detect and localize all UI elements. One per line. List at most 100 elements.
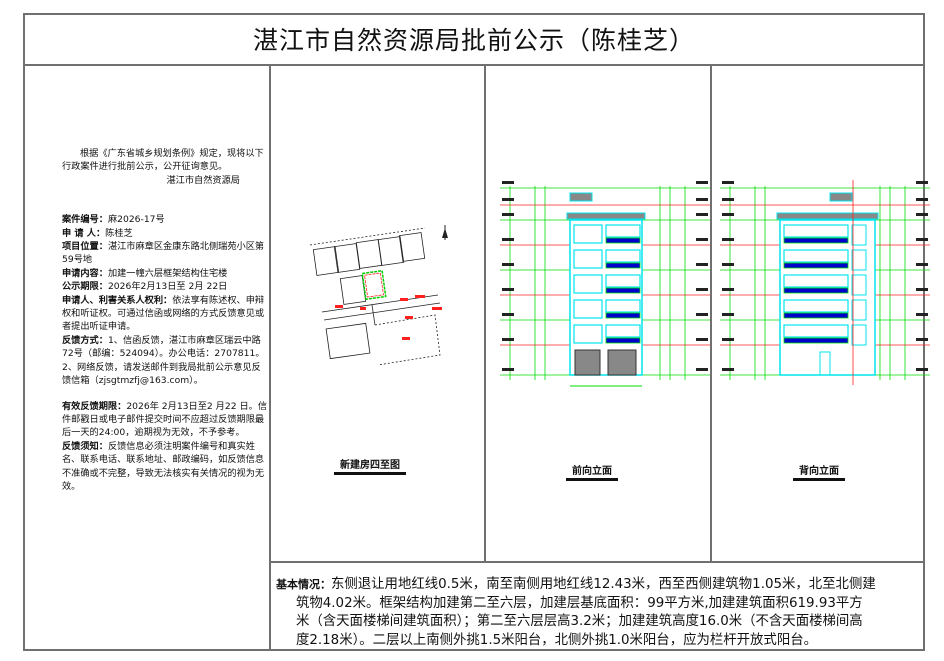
level-label xyxy=(696,338,708,341)
front-elevation-drawing xyxy=(500,181,710,387)
level-label xyxy=(722,313,734,316)
page-title: 湛江市自然资源局批前公示（陈桂芝） xyxy=(252,26,695,55)
level-label xyxy=(916,313,928,316)
applicant: 申 请 人：陈桂芝 xyxy=(62,227,133,239)
level-label xyxy=(916,213,928,216)
level-label xyxy=(916,288,928,291)
level-label xyxy=(502,198,514,201)
balcony-railing xyxy=(605,287,641,294)
building-outline xyxy=(569,219,643,376)
feedback-method: 反馈方式：1、信函反馈，湛江市麻章区瑞云中路72号（邮编：524094）。办公电… xyxy=(62,334,265,360)
stair-window xyxy=(851,224,867,246)
notice-frame xyxy=(23,13,925,651)
window xyxy=(783,274,849,288)
left-column-divider xyxy=(269,64,271,651)
balcony-railing xyxy=(605,337,641,344)
back-elevation-caption: 背向立面 xyxy=(793,462,845,481)
balcony-railing xyxy=(783,287,849,294)
window xyxy=(783,324,849,338)
level-label xyxy=(916,181,928,184)
roof-parapet xyxy=(566,212,646,220)
balcony-railing xyxy=(605,262,641,269)
lot xyxy=(398,232,426,262)
building-outline xyxy=(779,219,876,376)
boundary-line xyxy=(309,227,426,246)
window xyxy=(573,249,603,269)
level-label xyxy=(722,238,734,241)
notice-text: 根据《广东省城乡规划条例》规定，现将以下行政案件进行批前公示，公开征询意见。 湛… xyxy=(62,147,268,493)
garage-door xyxy=(574,349,601,376)
feedback-deadline: 有效反馈期限：2026年 2月13日至2 月22 日。信件邮戳日或电子邮件提交时… xyxy=(62,400,268,439)
level-label xyxy=(502,263,514,266)
drawing-divider-2 xyxy=(710,64,712,562)
road-line xyxy=(323,302,441,321)
window xyxy=(605,274,641,288)
application-content: 申请内容：加建一幢六层框架结构住宅楼 xyxy=(62,267,228,279)
lot xyxy=(312,246,340,276)
level-label xyxy=(502,288,514,291)
site-plan-drawing xyxy=(309,225,448,365)
level-label xyxy=(916,338,928,341)
level-label xyxy=(502,238,514,241)
garage-door xyxy=(607,349,637,376)
back-elevation-drawing xyxy=(720,180,930,385)
level-label xyxy=(502,368,514,371)
level-label xyxy=(722,198,734,201)
level-label xyxy=(696,263,708,266)
drawing-divider-1 xyxy=(484,64,486,562)
stair-window xyxy=(851,299,867,321)
stair-roof xyxy=(569,192,593,202)
publicity-period: 公示期限：2026年2月13日至 2月 22日 xyxy=(62,281,228,293)
feedback-requirements: 反馈须知：反馈信息必须注明案件编号和真实姓名、联系电话、联系地址、邮政编码，如反… xyxy=(62,440,265,492)
level-label xyxy=(722,288,734,291)
level-label xyxy=(696,213,708,216)
stair-window xyxy=(851,249,867,271)
window xyxy=(573,324,603,344)
level-label xyxy=(722,181,734,184)
stakeholder-rights: 申请人、利害关系人权利：依法享有陈述权、申辩权和听证权。可通过信函或网络的方式反… xyxy=(62,294,265,333)
lot xyxy=(339,275,367,305)
window xyxy=(605,224,641,238)
balcony-railing xyxy=(605,237,641,244)
level-label xyxy=(696,238,708,241)
level-label xyxy=(916,198,928,201)
boundary-line xyxy=(374,314,441,365)
level-label xyxy=(696,313,708,316)
level-label xyxy=(696,181,708,184)
level-label xyxy=(502,313,514,316)
case-number: 案件编号：麻2026-17号 xyxy=(62,214,165,226)
roof-parapet xyxy=(776,212,879,220)
level-label xyxy=(696,198,708,201)
window xyxy=(573,299,603,319)
notice-issuer: 湛江市自然资源局 xyxy=(166,174,241,186)
window xyxy=(783,224,849,238)
stair-roof xyxy=(829,192,853,202)
balcony-railing xyxy=(783,237,849,244)
front-elevation-caption: 前向立面 xyxy=(566,462,618,481)
basic-info-label: 基本情况： xyxy=(276,578,331,591)
level-label xyxy=(502,338,514,341)
basic-info: 基本情况：东侧退让用地红线0.5米，南至南侧用地红线12.43米，西至西侧建筑物… xyxy=(276,577,876,648)
north-arrow-icon xyxy=(442,225,448,240)
lot xyxy=(325,322,371,360)
level-label xyxy=(722,213,734,216)
dimension-labels xyxy=(335,295,442,340)
level-label xyxy=(916,368,928,371)
window xyxy=(605,299,641,313)
balcony-railing xyxy=(783,262,849,269)
notice-intro: 根据《广东省城乡规划条例》规定，现将以下行政案件进行批前公示，公开征询意见。 xyxy=(62,148,264,173)
stair-window xyxy=(851,274,867,296)
basic-info-divider xyxy=(269,561,925,563)
title-divider xyxy=(23,64,925,66)
window xyxy=(783,249,849,263)
balcony-railing xyxy=(783,312,849,319)
level-label xyxy=(916,263,928,266)
lot xyxy=(377,236,405,266)
balcony-railing xyxy=(605,312,641,319)
stair-window xyxy=(851,324,867,346)
window xyxy=(605,324,641,338)
project-location: 项目位置：湛江市麻章区金康东路北侧瑞苑小区第59号地 xyxy=(62,241,265,266)
balcony-railing xyxy=(783,337,849,344)
level-label xyxy=(696,368,708,371)
level-label xyxy=(722,368,734,371)
